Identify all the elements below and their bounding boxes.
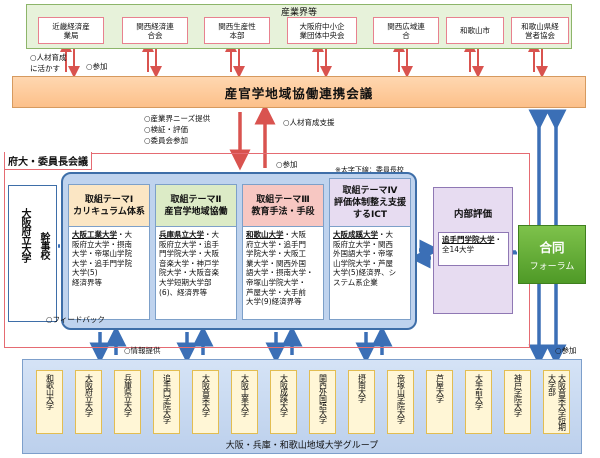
- theme-members: ・大 阪府立大学・関西 外国語大学・帝塚 山学院大学・芦屋 大学(5)経済界、シ…: [333, 230, 397, 287]
- industry-member: 関西広域連 合: [373, 17, 439, 44]
- theme-head: 取組テーマⅡ 産官学地域協働: [155, 184, 237, 227]
- internal-title: 内部評価: [453, 209, 492, 220]
- presidents-title: 府大・委員長会議: [4, 152, 92, 170]
- university-name: 大阪音楽大学: [201, 374, 211, 416]
- university-name: 帝塚山学院大学: [396, 374, 406, 423]
- theme-2: 取組テーマⅡ 産官学地域協働 兵庫県立大学・大 阪府立大学・追手 門学院大学・大…: [155, 184, 237, 320]
- industry-group: 産業界等 近畿経済産 業局 関西経済連 合会 関西生産性 本部 大阪府中小企 業…: [26, 4, 572, 49]
- university-name: 大手前大学: [474, 374, 484, 409]
- theme-4: 取組テーマⅣ 評価体制整え支援 するICT 大阪成蹊大学・大 阪府立大学・関西 …: [329, 178, 411, 320]
- theme-members: ・大阪 府立大学・追手門 学院大学・大阪工 業大学・関西外国 語大学・摂南大学・…: [246, 230, 314, 307]
- theme-head: 取組テーマⅣ 評価体制整え支援 するICT: [329, 178, 411, 227]
- note-info: ○情報提供: [124, 346, 161, 355]
- board-role: 幹事校: [38, 232, 49, 259]
- industry-title: 産業界等: [280, 8, 317, 18]
- university-name: 大阪工業大学: [240, 374, 250, 416]
- note-participation-3: ○参加: [555, 346, 577, 355]
- forum-label-2: フォーラム: [529, 262, 575, 272]
- note-participation-2: ○参加: [276, 160, 298, 169]
- university-name: 和歌山大学: [45, 374, 55, 409]
- forum-label-1: 合同: [539, 240, 565, 255]
- theme-body: 大阪工業大学・大 阪府立大学・摂南 大学・帝塚山学院 大学・追手門学院 大学(5…: [68, 227, 150, 320]
- note-participation: ○参加: [86, 62, 108, 71]
- university-box: 関西外国語大学: [309, 370, 336, 434]
- university-box: 大阪音楽大学短期大学部: [543, 370, 570, 434]
- university-group-title: 大阪・兵庫・和歌山地域大学グループ: [225, 441, 379, 451]
- industry-member: 大阪府中小企 業団体中央会: [287, 17, 357, 44]
- theme-body: 兵庫県立大学・大 阪府立大学・追手 門学院大学・大阪 音楽大学・神戸学 院大学・…: [155, 227, 237, 320]
- internal-body: 追手門学院大学・全14大学: [438, 232, 509, 266]
- university-box: 大阪成蹊大学: [270, 370, 297, 434]
- industry-member: 近畿経済産 業局: [38, 17, 104, 44]
- university-name: 関西外国語大学: [318, 374, 328, 423]
- university-box: 大阪府立大学: [75, 370, 102, 434]
- internal-evaluation: 内部評価 追手門学院大学・全14大学: [433, 187, 513, 314]
- theme-1: 取組テーマⅠ カリキュラム体系 大阪工業大学・大 阪府立大学・摂南 大学・帝塚山…: [68, 184, 150, 320]
- university-box: 追手門学院大学: [153, 370, 180, 434]
- board-box: 大阪府立大学 幹事校: [8, 185, 57, 322]
- internal-chair: 追手門学院大学: [442, 235, 495, 244]
- board-university: 大阪府立大学: [19, 208, 30, 262]
- theme-head: 取組テーマⅢ 教育手法・手段: [242, 184, 324, 227]
- university-name: 兵庫県立大学: [123, 374, 133, 416]
- university-name: 芦屋大学: [435, 374, 445, 402]
- university-box: 兵庫県立大学: [114, 370, 141, 434]
- industry-member: 関西生産性 本部: [204, 17, 270, 44]
- theme-chair: 兵庫県立大学: [159, 230, 204, 239]
- university-box: 神戸学院大学: [504, 370, 531, 434]
- university-name: 大阪府立大学: [84, 374, 94, 416]
- university-box: 摂南大学: [348, 370, 375, 434]
- university-box: 和歌山大学: [36, 370, 63, 434]
- industry-member: 和歌山市: [446, 17, 504, 44]
- university-name: 大阪成蹊大学: [279, 374, 289, 416]
- note-underline: ※太字下線：委員長校: [335, 166, 404, 174]
- internal-members: ・全14大学: [442, 235, 502, 254]
- joint-forum: 合同 フォーラム: [518, 225, 586, 284]
- university-name: 大阪音楽大学短期大学部: [547, 374, 567, 430]
- note-feedback: ○フィードバック: [46, 315, 105, 324]
- theme-3: 取組テーマⅢ 教育手法・手段 和歌山大学・大阪 府立大学・追手門 学院大学・大阪…: [242, 184, 324, 320]
- council-box: 産官学地域協働連携会議: [12, 76, 586, 108]
- theme-members: ・大 阪府立大学・追手 門学院大学・大阪 音楽大学・神戸学 院大学・大阪音楽 大…: [159, 230, 219, 297]
- university-box: 帝塚山学院大学: [387, 370, 414, 434]
- industry-member: 関西経済連 合会: [122, 17, 188, 44]
- note-needs: ○産業界ニーズ提供 ○検証・評価 ○委員会参加: [144, 114, 211, 145]
- theme-members: ・大 阪府立大学・摂南 大学・帝塚山学院 大学・追手門学院 大学(5) 経済界等: [72, 230, 132, 287]
- university-name: 摂南大学: [357, 374, 367, 402]
- theme-head: 取組テーマⅠ カリキュラム体系: [68, 184, 150, 227]
- university-name: 神戸学院大学: [513, 374, 523, 416]
- university-group: 大阪・兵庫・和歌山地域大学グループ 和歌山大学 大阪府立大学 兵庫県立大学 追手門学院…: [22, 359, 582, 454]
- theme-chair: 大阪成蹊大学: [333, 230, 378, 239]
- theme-body: 大阪成蹊大学・大 阪府立大学・関西 外国語大学・帝塚 山学院大学・芦屋 大学(5…: [329, 227, 411, 320]
- theme-chair: 大阪工業大学: [72, 230, 117, 239]
- university-box: 大阪工業大学: [231, 370, 258, 434]
- university-box: 大手前大学: [465, 370, 492, 434]
- note-hr-support: ○人材育成支援: [283, 118, 335, 127]
- university-name: 追手門学院大学: [162, 374, 172, 423]
- theme-body: 和歌山大学・大阪 府立大学・追手門 学院大学・大阪工 業大学・関西外国 語大学・…: [242, 227, 324, 320]
- university-box: 大阪音楽大学: [192, 370, 219, 434]
- note-hr-cultivation: ○人材育成 に活かす: [30, 53, 67, 73]
- industry-member: 和歌山県経 営者協会: [511, 17, 569, 44]
- theme-chair: 和歌山大学: [246, 230, 284, 239]
- university-box: 芦屋大学: [426, 370, 453, 434]
